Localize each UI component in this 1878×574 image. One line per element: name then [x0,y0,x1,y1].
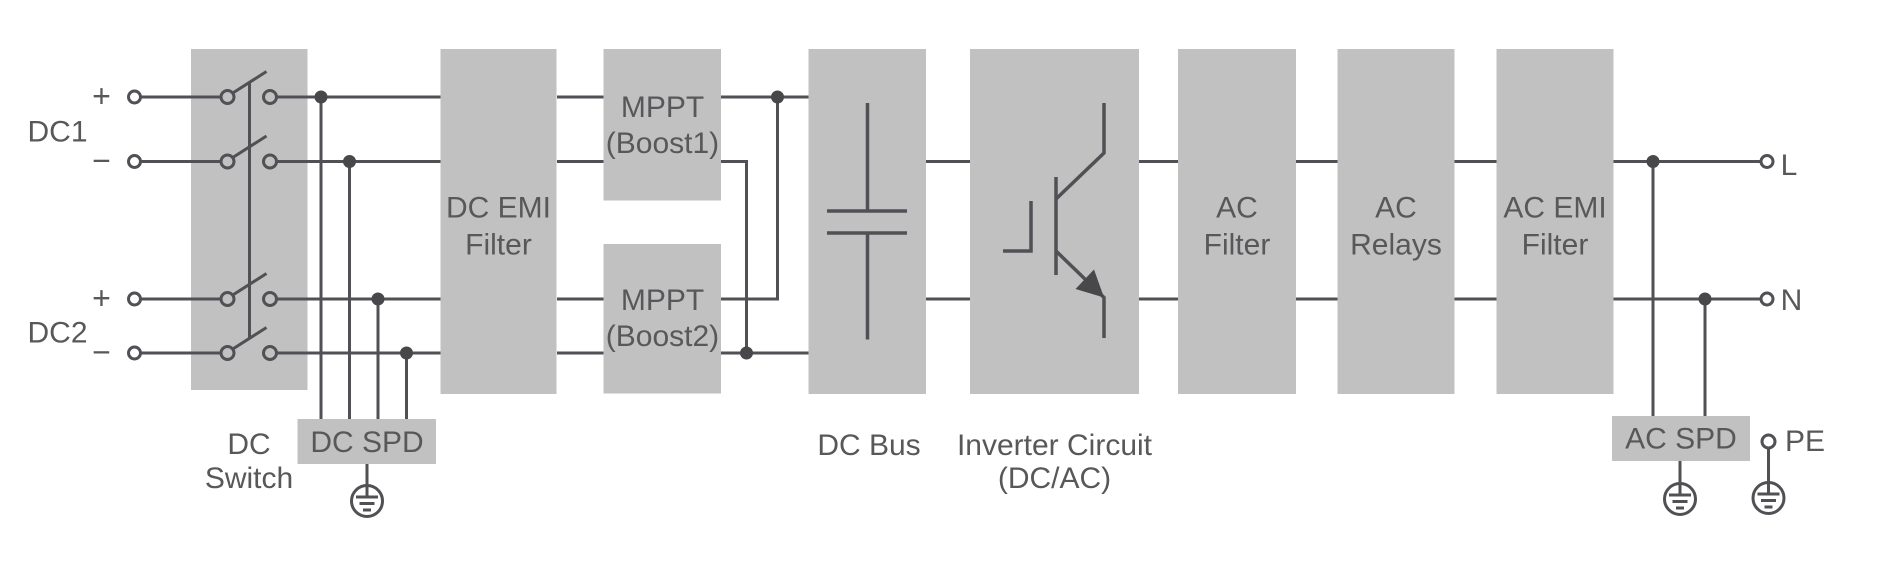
switch-contact-icon [262,345,278,361]
junction-dot-icon [314,90,328,104]
switch-contact-icon [219,291,236,307]
mppt1-label-line2: (Boost1) [606,127,719,160]
dc-bus-label: DC Bus [817,429,920,462]
dc2-minus-sign: − [92,334,111,370]
dc-spd-block [297,419,436,464]
mppt1-label-line1: MPPT [621,91,704,124]
neutral-output-label: N [1781,284,1803,317]
dc2-minus-terminal-icon [127,345,142,361]
dc-bus-block [808,49,926,394]
ac-relays-block [1337,49,1455,394]
protective-earth-ground-icon [1663,482,1697,516]
line-terminal-icon [1759,154,1775,169]
switch-blade [231,272,268,297]
pe-terminal-icon [1760,433,1777,450]
ac-filter-label-line2: Filter [1204,229,1271,262]
inverter-label-line1: Inverter Circuit [957,429,1153,462]
pe-output-label: PE [1785,425,1825,458]
igbt-emitter-arrow [1075,269,1104,298]
ac-filter-label-line1: AC [1216,192,1258,225]
dc-spd-ground [350,464,384,518]
switch-blade [231,326,268,351]
mppt2-label-line2: (Boost2) [606,320,719,353]
junction-dot-icon [740,346,753,360]
dc-switch-label-line2: Switch [205,462,293,495]
ac-filter-block [1178,49,1296,394]
dc-switch-label-line1: DC [227,428,270,461]
ac-spd-label: AC SPD [1625,423,1737,456]
dc2-plus-terminal-icon [127,291,142,307]
dc1-label: DC1 [27,116,87,149]
mppt-boost1-block [603,49,721,201]
switch-contact-icon [219,89,236,105]
switch-blade [231,134,268,160]
junction-dots [314,90,1712,360]
junction-dot-icon [343,155,356,168]
dc1-plus-sign: + [92,78,111,114]
dc-emi-filter-label-line1: DC EMI [446,192,551,225]
igbt-collector [1054,103,1106,201]
dc1-minus-terminal-icon [127,154,142,169]
ac-emi-filter-label-line1: AC EMI [1503,192,1606,225]
neutral-terminal-icon [1759,291,1775,307]
junction-dot-icon [1698,292,1712,306]
pe-ground [1751,433,1786,515]
dc2-plus-sign: + [92,280,111,316]
junction-dot-icon [400,346,413,360]
protective-earth-ground-icon [350,484,384,518]
switch-contact-icon [262,153,278,170]
mppt1-return-elbow [721,160,748,353]
disconnect-switch-icon [219,70,278,361]
igbt-gate [1003,201,1033,253]
ac-relays-label-line2: Relays [1350,229,1442,262]
dc1-plus-terminal-icon [127,89,142,105]
dc-emi-filter-block [440,49,557,394]
labels: + DC1 − + DC2 − DC Switch DC SPD DC EMI … [27,78,1825,495]
mppt2-label-line1: MPPT [621,284,704,317]
ac-spd-ground [1663,461,1697,516]
dc2-label: DC2 [27,317,87,350]
function-blocks [191,49,1750,464]
ac-emi-filter-label-line2: Filter [1522,229,1589,262]
capacitor-icon [827,103,907,340]
switch-contact-icon [219,345,236,361]
inverter-label-line2: (DC/AC) [998,462,1111,495]
switch-contact-icon [219,153,236,170]
ac-spd-block [1612,416,1750,461]
junction-dot-icon [1646,155,1660,168]
line-output-label: L [1781,149,1798,182]
switch-blade [231,70,268,95]
dc-emi-filter-label-line2: Filter [465,229,532,262]
wires [141,95,1761,419]
junction-dot-icon [771,90,784,104]
mppt-boost2-block [603,244,721,394]
switch-contact-icon [262,291,278,307]
junction-dot-icon [371,292,385,306]
ac-relays-label-line1: AC [1375,192,1417,225]
protective-earth-ground-icon [1751,481,1786,515]
dc-spd-label: DC SPD [310,426,423,459]
ac-emi-filter-block [1496,49,1614,394]
ac-output-terminals [1759,154,1775,307]
dc1-minus-sign: − [92,143,111,179]
switch-contact-icon [262,89,278,105]
mppt2-output-elbow [721,97,779,301]
igbt-transistor-icon [1003,103,1106,338]
dc-input-terminals [127,89,142,361]
